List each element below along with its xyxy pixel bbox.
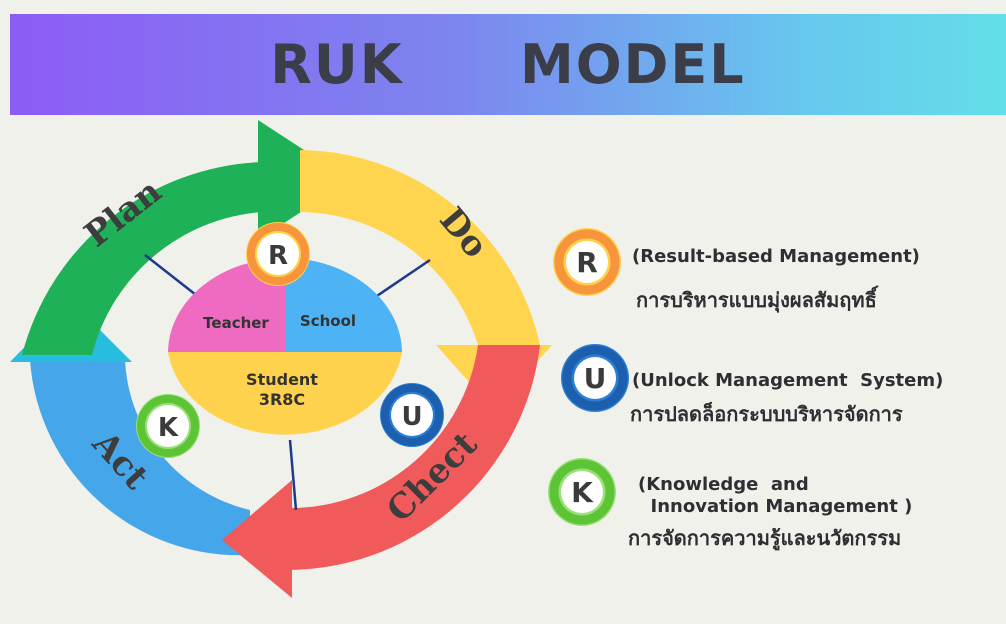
- legend-badge-u: U: [561, 344, 629, 412]
- legend-r-thai: การบริหารแบบมุ่งผลสัมฤทธิ์: [636, 288, 877, 312]
- teacher-segment: [168, 258, 285, 352]
- legend-k-thai: การจัดการความรู้และนวัตกรรม: [628, 526, 902, 550]
- legend-badge-u-letter: U: [584, 362, 607, 395]
- page-title: RUK MODEL: [270, 33, 746, 96]
- student-segment: [168, 352, 402, 435]
- act-arrow: [30, 360, 250, 556]
- badge-k: K: [136, 394, 200, 458]
- badge-u: U: [380, 383, 444, 447]
- student-code-label: 3R8C: [259, 390, 305, 409]
- title-banner: RUK MODEL: [10, 14, 1006, 115]
- check-arrow: [290, 345, 540, 570]
- connector-check: [288, 439, 298, 511]
- plan-arrow: [22, 162, 262, 355]
- legend-badge-k-letter: K: [571, 476, 594, 509]
- school-segment: [285, 258, 402, 352]
- connector-do: [367, 258, 431, 304]
- student-label: Student: [246, 370, 318, 389]
- legend-badge-r-letter: R: [576, 246, 598, 279]
- badge-u-letter: U: [401, 402, 422, 432]
- legend-u-english: (Unlock Management System): [632, 370, 944, 391]
- legend-badge-r: R: [553, 228, 621, 296]
- do-arrow: [300, 150, 540, 345]
- school-label: School: [300, 312, 356, 330]
- teacher-label: Teacher: [203, 314, 269, 332]
- legend-badge-k: K: [548, 458, 616, 526]
- legend-k-english: (Knowledge and Innovation Management ): [638, 474, 913, 517]
- legend-u-thai: การปลดล็อกระบบบริหารจัดการ: [630, 402, 903, 426]
- check-arrowhead: [222, 480, 292, 598]
- legend-r-english: (Result-based Management): [632, 246, 920, 267]
- badge-r: R: [246, 222, 310, 286]
- badge-r-letter: R: [268, 241, 288, 271]
- badge-k-letter: K: [158, 413, 179, 443]
